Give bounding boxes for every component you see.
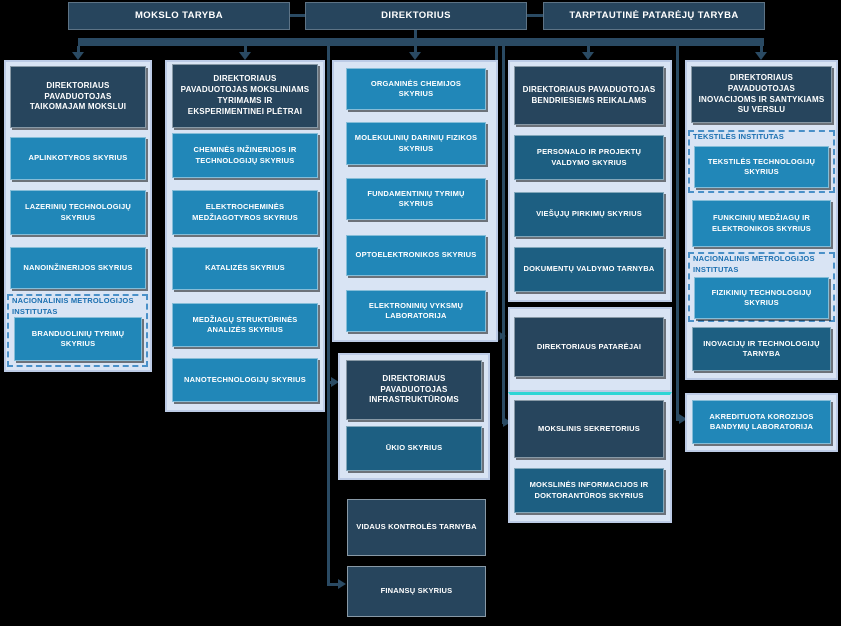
node-personalo: PERSONALO IR PROJEKTŲ VALDYMO SKYRIUS xyxy=(514,135,664,180)
group-textile-institute xyxy=(688,130,835,193)
connector-top-right xyxy=(527,14,543,17)
node-tarptautine-taryba: TARPTAUTINĖ PATARĖJŲ TARYBA xyxy=(543,2,765,30)
connector-elbow-finansai xyxy=(327,583,339,586)
arrow-col1 xyxy=(72,52,84,60)
node-patarejai: DIREKTORIAUS PATARĖJAI xyxy=(514,317,664,377)
node-dokumentu: DOKUMENTŲ VALDYMO TARNYBA xyxy=(514,247,664,292)
node-fizikiniu-technologiju: FIZIKINIŲ TECHNOLOGIJŲ SKYRIUS xyxy=(694,277,829,319)
node-viesuju-pirkimu: VIEŠŲJŲ PIRKIMŲ SKYRIUS xyxy=(514,192,664,237)
arrow-col5 xyxy=(755,52,767,60)
node-deputy-general: DIREKTORIAUS PAVADUOTOJAS BENDRIESIEMS R… xyxy=(514,66,664,125)
group-metrology-institute-right xyxy=(688,252,835,322)
node-vidaus-kontroles: VIDAUS KONTROLĖS TARNYBA xyxy=(347,499,486,556)
connector-stub-col2 xyxy=(244,46,247,52)
arrow-col2 xyxy=(239,52,251,60)
connector-stub-col1 xyxy=(77,46,80,52)
group-label-textile: TEKSTILĖS INSTITUTAS xyxy=(693,132,784,141)
node-organines-chemijos: ORGANINĖS CHEMIJOS SKYRIUS xyxy=(346,68,486,110)
connector-top-left xyxy=(290,14,305,17)
arrow-infrastructure xyxy=(331,377,339,387)
connector-drop-left xyxy=(327,46,330,586)
node-finansu: FINANSŲ SKYRIUS xyxy=(347,566,486,617)
connector-director-down xyxy=(414,30,417,40)
node-deputy-research: DIREKTORIAUS PAVADUOTOJAS MOKSLINIAMS TY… xyxy=(172,64,318,128)
node-ukio: ŪKIO SKYRIUS xyxy=(346,426,482,471)
node-nanoinzinerijos: NANOINŽINERIJOS SKYRIUS xyxy=(10,247,146,289)
node-deputy-innovation: DIREKTORIAUS PAVADUOTOJAS INOVACIJOMS IR… xyxy=(691,66,832,123)
node-deputy-applied-science: DIREKTORIAUS PAVADUOTOJAS TAIKOMAJAM MOK… xyxy=(10,66,146,128)
node-mokslinis-sekretorius: MOKSLINIS SEKRETORIUS xyxy=(514,400,664,458)
node-funkciniu-medziagu: FUNKCINIŲ MEDŽIAGŲ IR ELEKTRONIKOS SKYRI… xyxy=(692,200,831,247)
connector-drop-mid2 xyxy=(502,46,505,424)
connector-stub-col3 xyxy=(414,46,417,52)
arrow-finansu xyxy=(338,579,346,589)
group-label-metrology-left: NACIONALINIS METROLOGIJOS INSTITUTAS xyxy=(12,296,134,316)
connector-drop-right xyxy=(676,46,679,421)
connector-main-bar xyxy=(78,38,764,46)
arrow-accredited xyxy=(679,414,687,424)
group-label-metrology-right: NACIONALINIS METROLOGIJOS INSTITUTAS xyxy=(693,254,815,274)
node-aplinkotyros: APLINKOTYROS SKYRIUS xyxy=(10,137,146,180)
node-medziagu-strukturines: MEDŽIAGŲ STRUKTŪRINĖS ANALIZĖS SKYRIUS xyxy=(172,303,318,347)
node-direktorius: DIREKTORIUS xyxy=(305,2,527,30)
connector-stub-col5 xyxy=(760,46,763,52)
node-lazeriniu: LAZERINIŲ TECHNOLOGIJŲ SKYRIUS xyxy=(10,190,146,235)
arrow-sekretorius xyxy=(503,417,511,427)
node-nanotechnologiju: NANOTECHNOLOGIJŲ SKYRIUS xyxy=(172,358,318,402)
node-chemines-inzinerijos: CHEMINĖS INŽINERIJOS IR TECHNOLOGIJŲ SKY… xyxy=(172,133,318,178)
node-fundamentiniu: FUNDAMENTINIŲ TYRIMŲ SKYRIUS xyxy=(346,178,486,220)
node-molekuliniu: MOLEKULINIŲ DARINIŲ FIZIKOS SKYRIUS xyxy=(346,122,486,165)
connector-elbow-accredited xyxy=(676,418,681,421)
node-akredituota-laboratorija: AKREDITUOTA KOROZIJOS BANDYMŲ LABORATORI… xyxy=(692,400,831,444)
node-elektrochemines: ELEKTROCHEMINĖS MEDŽIAGOTYROS SKYRIUS xyxy=(172,190,318,235)
arrow-col3 xyxy=(409,52,421,60)
node-mokslines-informacijos: MOKSLINĖS INFORMACIJOS IR DOKTORANTŪROS … xyxy=(514,468,664,513)
group-metrology-institute-left xyxy=(7,294,148,367)
node-inovaciju-tarnyba: INOVACIJŲ IR TECHNOLOGIJŲ TARNYBA xyxy=(692,327,831,371)
arrow-col4 xyxy=(582,52,594,60)
node-mokslo-taryba: MOKSLO TARYBA xyxy=(68,2,290,30)
node-elektroniniu-vyksmu: ELEKTRONINIŲ VYKSMŲ LABORATORIJA xyxy=(346,290,486,332)
connector-stub-col4 xyxy=(587,46,590,52)
node-branduoliniu: BRANDUOLINIŲ TYRIMŲ SKYRIUS xyxy=(14,317,142,361)
connector-elbow-infra xyxy=(327,381,333,384)
node-optoelektronikos: OPTOELEKTRONIKOS SKYRIUS xyxy=(346,235,486,276)
node-katalizes: KATALIZĖS SKYRIUS xyxy=(172,247,318,290)
node-deputy-infrastructure: DIREKTORIAUS PAVADUOTOJAS INFRASTRUKTŪRO… xyxy=(346,360,482,420)
node-tekstiles-technologiju: TEKSTILĖS TECHNOLOGIJŲ SKYRIUS xyxy=(694,146,829,188)
